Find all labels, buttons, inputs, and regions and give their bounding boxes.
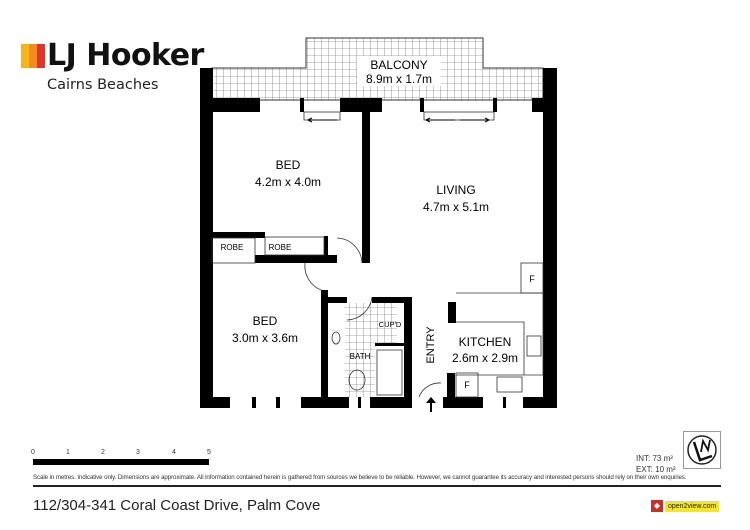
living-size: 4.7m x 5.1m bbox=[423, 200, 489, 214]
kitchen-label: KITCHEN bbox=[459, 335, 512, 349]
balcony-size: 8.9m x 1.7m bbox=[366, 72, 432, 86]
scale-tick: 5 bbox=[207, 449, 211, 456]
scale-tick: 3 bbox=[136, 449, 140, 456]
entry-label: ENTRY bbox=[425, 326, 437, 364]
living-label: LIVING bbox=[436, 183, 475, 197]
bath-label: BATH bbox=[350, 352, 371, 361]
brand-logo-mark bbox=[21, 44, 45, 68]
office-name: Cairns Beaches bbox=[47, 77, 159, 93]
scale-tick: 4 bbox=[172, 449, 176, 456]
robe2-label: ROBE bbox=[269, 243, 292, 252]
balcony-label: BALCONY bbox=[370, 58, 427, 72]
internal-area: INT: 73 m² bbox=[636, 454, 673, 463]
kitchen-size: 2.6m x 2.9m bbox=[452, 351, 518, 365]
bed1-size: 4.2m x 4.0m bbox=[255, 175, 321, 189]
external-area: EXT: 10 m² bbox=[636, 465, 676, 474]
fridge1-label: F bbox=[529, 274, 535, 284]
property-address: 112/304-341 Coral Coast Drive, Palm Cove bbox=[33, 497, 321, 514]
bed1-label: BED bbox=[276, 158, 301, 172]
north-arrow-icon bbox=[683, 431, 721, 469]
fixtures bbox=[211, 111, 544, 398]
floor-plan: BALCONY 8.9m x 1.7m bbox=[200, 37, 557, 412]
bed2-size: 3.0m x 3.6m bbox=[232, 331, 298, 345]
scale-bar: 0 1 2 3 4 5 bbox=[31, 449, 211, 465]
walls bbox=[200, 68, 557, 408]
brand-name: LJ Hooker bbox=[47, 38, 204, 73]
scale-tick: 2 bbox=[101, 449, 105, 456]
scale-tick: 1 bbox=[66, 449, 70, 456]
scale-tick: 0 bbox=[31, 449, 35, 456]
area-summary: INT: 73 m² EXT: 10 m² bbox=[636, 453, 676, 475]
bed2-label: BED bbox=[253, 314, 278, 328]
divider bbox=[33, 485, 721, 487]
open2view-text: open2view.com bbox=[665, 500, 720, 512]
entry-arrow-icon bbox=[426, 397, 436, 412]
disclaimer: Scale in metres. Indicative only. Dimens… bbox=[33, 474, 687, 481]
cupd-label: CUP'D bbox=[379, 320, 402, 329]
fridge2-label: F bbox=[464, 380, 470, 390]
robe1-label: ROBE bbox=[221, 243, 244, 252]
open2view-icon: ◆ bbox=[651, 500, 663, 512]
sliding-door-arrows bbox=[307, 117, 490, 123]
open2view-logo: ◆ open2view.com bbox=[651, 500, 720, 512]
